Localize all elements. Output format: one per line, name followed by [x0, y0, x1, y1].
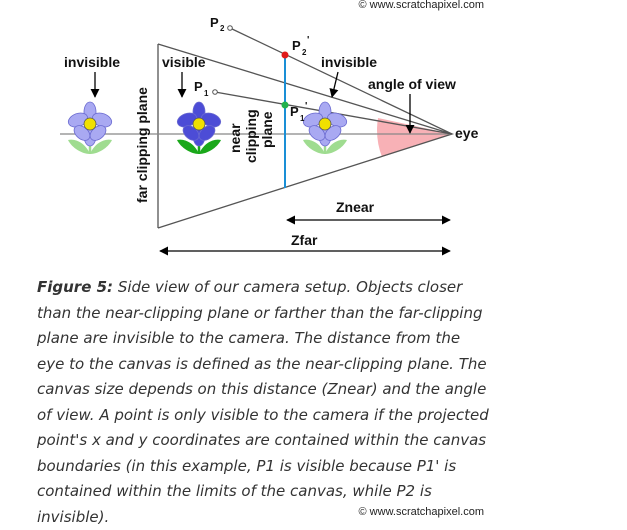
ray-p2: [229, 27, 453, 135]
label-p1: P 1: [194, 79, 209, 98]
label-visible: visible: [162, 54, 206, 70]
label-znear: Znear: [336, 199, 375, 215]
flower-invisible-near-icon: [302, 101, 348, 154]
label-invisible-right: invisible: [321, 54, 377, 70]
label-p2: P 2: [210, 15, 225, 33]
flower-visible-icon: [176, 101, 222, 154]
copyright-bottom: © www.scratchapixel.com: [358, 506, 484, 518]
figure-caption-text: Side view of our camera setup. Objects c…: [37, 278, 489, 526]
figure-label: Figure 5:: [37, 278, 114, 296]
label-p2-projection: P 2 ': [292, 35, 309, 57]
svg-text:2: 2: [220, 24, 225, 33]
label-near-line-3: plane: [259, 111, 275, 148]
label-p1-projection: P 1 ': [290, 101, 307, 123]
arrow-invisible-right: [329, 71, 339, 98]
svg-text:': ': [305, 101, 307, 112]
svg-text:2: 2: [302, 48, 307, 57]
label-invisible-left: invisible: [64, 54, 120, 70]
label-zfar: Zfar: [291, 232, 318, 248]
label-eye: eye: [455, 125, 479, 141]
point-p1: [212, 89, 218, 95]
camera-frustum-diagram: invisible visible invisible angle of vie…: [60, 15, 479, 256]
svg-text:P: P: [290, 104, 299, 119]
svg-text:P: P: [194, 79, 203, 94]
point-p1-projection: [281, 101, 289, 109]
point-p2: [227, 25, 233, 31]
label-near-line-2: clipping: [243, 109, 259, 163]
flower-invisible-far-icon: [67, 101, 113, 154]
label-near-line-1: near: [227, 123, 243, 153]
copyright-top: © www.scratchapixel.com: [358, 0, 484, 11]
svg-text:P: P: [210, 15, 219, 30]
angle-of-view-wedge: [377, 118, 452, 157]
figure-caption: Figure 5: Side view of our camera setup.…: [37, 275, 492, 530]
point-p2-projection: [281, 51, 289, 59]
svg-text:1: 1: [300, 114, 305, 123]
svg-text:1: 1: [204, 89, 209, 98]
label-angle-of-view: angle of view: [368, 76, 456, 92]
label-far-clipping-plane: far clipping plane: [134, 87, 150, 203]
svg-text:P: P: [292, 38, 301, 53]
svg-text:': ': [307, 35, 309, 46]
